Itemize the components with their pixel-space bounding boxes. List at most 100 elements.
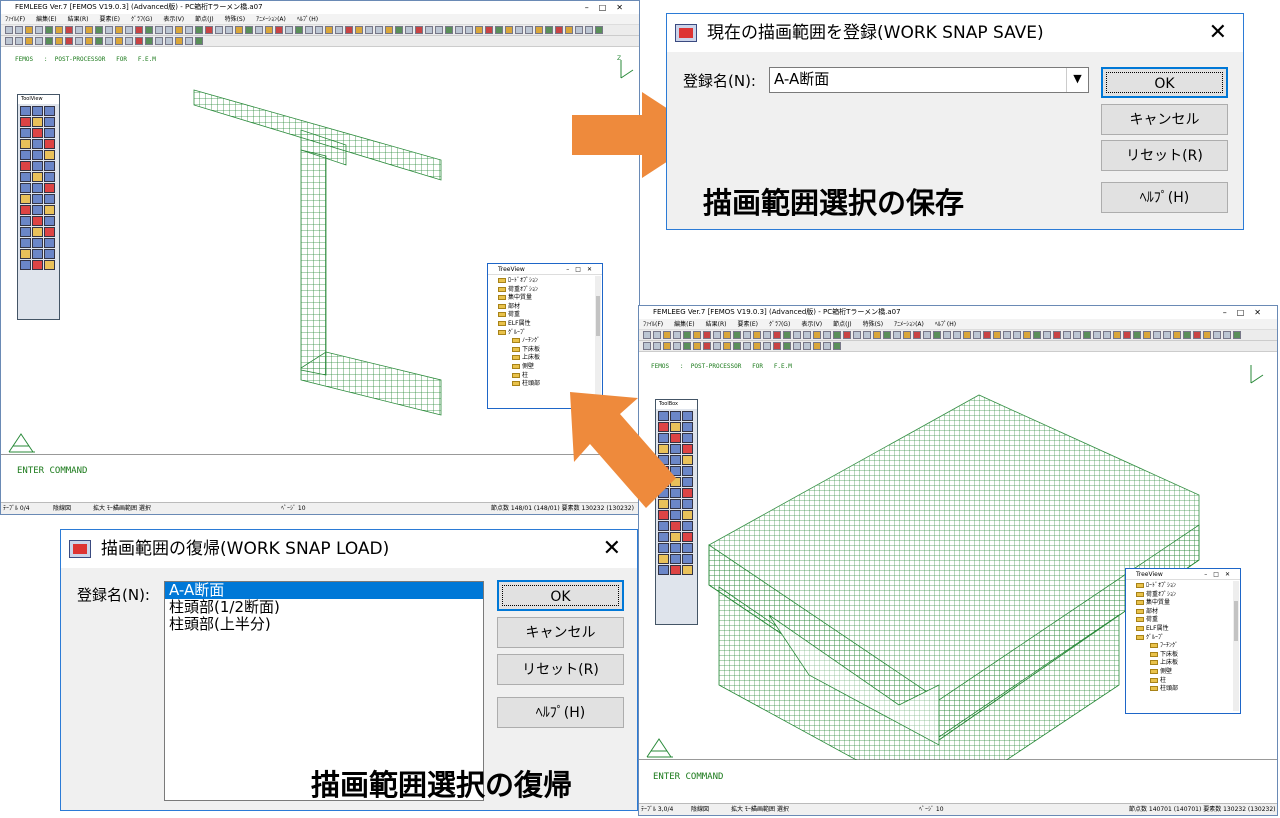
toolbox-button-icon[interactable] <box>32 238 43 248</box>
toolbox-button-icon[interactable] <box>44 238 55 248</box>
tool-button-icon[interactable] <box>1003 331 1011 339</box>
menu-item[interactable]: ﾍﾙﾌﾟ(H) <box>296 16 319 23</box>
tool-button-icon[interactable] <box>903 331 911 339</box>
toolbox-button-icon[interactable] <box>20 227 31 237</box>
tool-button-icon[interactable] <box>773 342 781 350</box>
treeview-scrollbar[interactable] <box>595 276 601 406</box>
listbox-item[interactable]: 柱頭部(1/2断面) <box>169 598 280 616</box>
menu-item[interactable]: ﾌｧｲﾙ(F) <box>643 321 664 328</box>
tool-button-icon[interactable] <box>1023 331 1031 339</box>
tool-button-icon[interactable] <box>35 37 43 45</box>
tree-item[interactable]: 荷重ｵﾌﾟｼｮﾝ <box>490 286 602 295</box>
tool-button-icon[interactable] <box>763 331 771 339</box>
toolbox-button-icon[interactable] <box>32 260 43 270</box>
toolbox-button-icon[interactable] <box>44 128 55 138</box>
menu-item[interactable]: 結果(R) <box>705 321 727 328</box>
tool-button-icon[interactable] <box>345 26 353 34</box>
toolbox-button-icon[interactable] <box>670 532 681 542</box>
tool-button-icon[interactable] <box>743 342 751 350</box>
tool-button-icon[interactable] <box>853 331 861 339</box>
treeview-titlebar[interactable]: TreeView–□✕ <box>1126 569 1240 580</box>
tool-button-icon[interactable] <box>813 331 821 339</box>
tool-button-icon[interactable] <box>75 26 83 34</box>
tool-button-icon[interactable] <box>973 331 981 339</box>
toolbox-button-icon[interactable] <box>44 260 55 270</box>
toolbox-button-icon[interactable] <box>44 139 55 149</box>
tool-button-icon[interactable] <box>135 26 143 34</box>
tree-item[interactable]: 柱頭部 <box>1128 685 1240 694</box>
tool-button-icon[interactable] <box>105 26 113 34</box>
close-icon[interactable]: ✕ <box>1208 20 1227 45</box>
tree-item[interactable]: 側壁 <box>490 363 602 372</box>
tool-button-icon[interactable] <box>1123 331 1131 339</box>
drawing-canvas[interactable]: FEMOS : POST-PROCESSOR FOR F.E.M <box>639 355 1277 760</box>
tool-button-icon[interactable] <box>643 331 651 339</box>
menu-item[interactable]: ｱﾆﾒｰｼｮﾝ(A) <box>894 321 924 328</box>
name-combobox[interactable]: A-A断面 ▼ <box>769 67 1089 93</box>
tool-button-icon[interactable] <box>35 26 43 34</box>
tool-button-icon[interactable] <box>953 331 961 339</box>
tool-button-icon[interactable] <box>135 37 143 45</box>
tool-button-icon[interactable] <box>683 331 691 339</box>
tool-button-icon[interactable] <box>1233 331 1241 339</box>
tool-button-icon[interactable] <box>115 37 123 45</box>
tool-button-icon[interactable] <box>893 331 901 339</box>
tool-button-icon[interactable] <box>165 37 173 45</box>
tool-button-icon[interactable] <box>315 26 323 34</box>
tool-button-icon[interactable] <box>235 26 243 34</box>
toolbox-button-icon[interactable] <box>670 466 681 476</box>
toolbox-button-icon[interactable] <box>32 249 43 259</box>
tool-button-icon[interactable] <box>185 37 193 45</box>
toolbox-button-icon[interactable] <box>20 183 31 193</box>
tool-button-icon[interactable] <box>485 26 493 34</box>
tree-item[interactable]: 下床板 <box>1128 651 1240 660</box>
toolbox-button-icon[interactable] <box>32 128 43 138</box>
toolbox-button-icon[interactable] <box>670 444 681 454</box>
menu-item[interactable]: 表示(V) <box>801 321 823 328</box>
toolbox-button-icon[interactable] <box>682 444 693 454</box>
menu-item[interactable]: 節点(J) <box>195 16 214 23</box>
tool-button-icon[interactable] <box>555 26 563 34</box>
toolbox-button-icon[interactable] <box>32 172 43 182</box>
tool-button-icon[interactable] <box>195 37 203 45</box>
tool-button-icon[interactable] <box>445 26 453 34</box>
tree-item[interactable]: ﾉｰﾁﾝｸﾞ <box>490 337 602 346</box>
tree-item[interactable]: ELF属性 <box>1128 625 1240 634</box>
tool-button-icon[interactable] <box>305 26 313 34</box>
toolbox-button-icon[interactable] <box>20 106 31 116</box>
treeview-scrollbar[interactable] <box>1233 581 1239 711</box>
tool-button-icon[interactable] <box>245 26 253 34</box>
menu-item[interactable]: ﾌｧｲﾙ(F) <box>5 16 26 23</box>
tool-button-icon[interactable] <box>783 342 791 350</box>
window-titlebar[interactable]: FEMLEEG Ver.7 [FEMOS V19.0.3] (Advanced版… <box>639 306 1277 319</box>
tool-button-icon[interactable] <box>565 26 573 34</box>
toolbox-button-icon[interactable] <box>32 216 43 226</box>
tool-button-icon[interactable] <box>873 331 881 339</box>
tree-item[interactable]: ﾌｰﾁﾝｸﾞ <box>1128 642 1240 651</box>
tool-button-icon[interactable] <box>45 26 53 34</box>
window-controls[interactable]: –□✕ <box>1222 308 1271 317</box>
tool-button-icon[interactable] <box>663 331 671 339</box>
tool-button-icon[interactable] <box>295 26 303 34</box>
toolbox-button-icon[interactable] <box>658 543 669 553</box>
toolbox-button-icon[interactable] <box>658 510 669 520</box>
tool-button-icon[interactable] <box>265 26 273 34</box>
cancel-button[interactable]: キャンセル <box>497 617 624 648</box>
toolbox-button-icon[interactable] <box>20 216 31 226</box>
toolbox-button-icon[interactable] <box>682 543 693 553</box>
toolbox-button-icon[interactable] <box>682 532 693 542</box>
menu-item[interactable]: ｸﾞﾗﾌ(G) <box>768 321 791 328</box>
tool-button-icon[interactable] <box>65 26 73 34</box>
toolbox-button-icon[interactable] <box>32 194 43 204</box>
tool-button-icon[interactable] <box>255 26 263 34</box>
toolbox-button-icon[interactable] <box>682 466 693 476</box>
tool-button-icon[interactable] <box>1103 331 1111 339</box>
tool-button-icon[interactable] <box>495 26 503 34</box>
tool-button-icon[interactable] <box>465 26 473 34</box>
tool-button-icon[interactable] <box>733 331 741 339</box>
toolbox-button-icon[interactable] <box>20 150 31 160</box>
tool-button-icon[interactable] <box>95 26 103 34</box>
tool-button-icon[interactable] <box>195 26 203 34</box>
tool-button-icon[interactable] <box>115 26 123 34</box>
tool-button-icon[interactable] <box>843 331 851 339</box>
